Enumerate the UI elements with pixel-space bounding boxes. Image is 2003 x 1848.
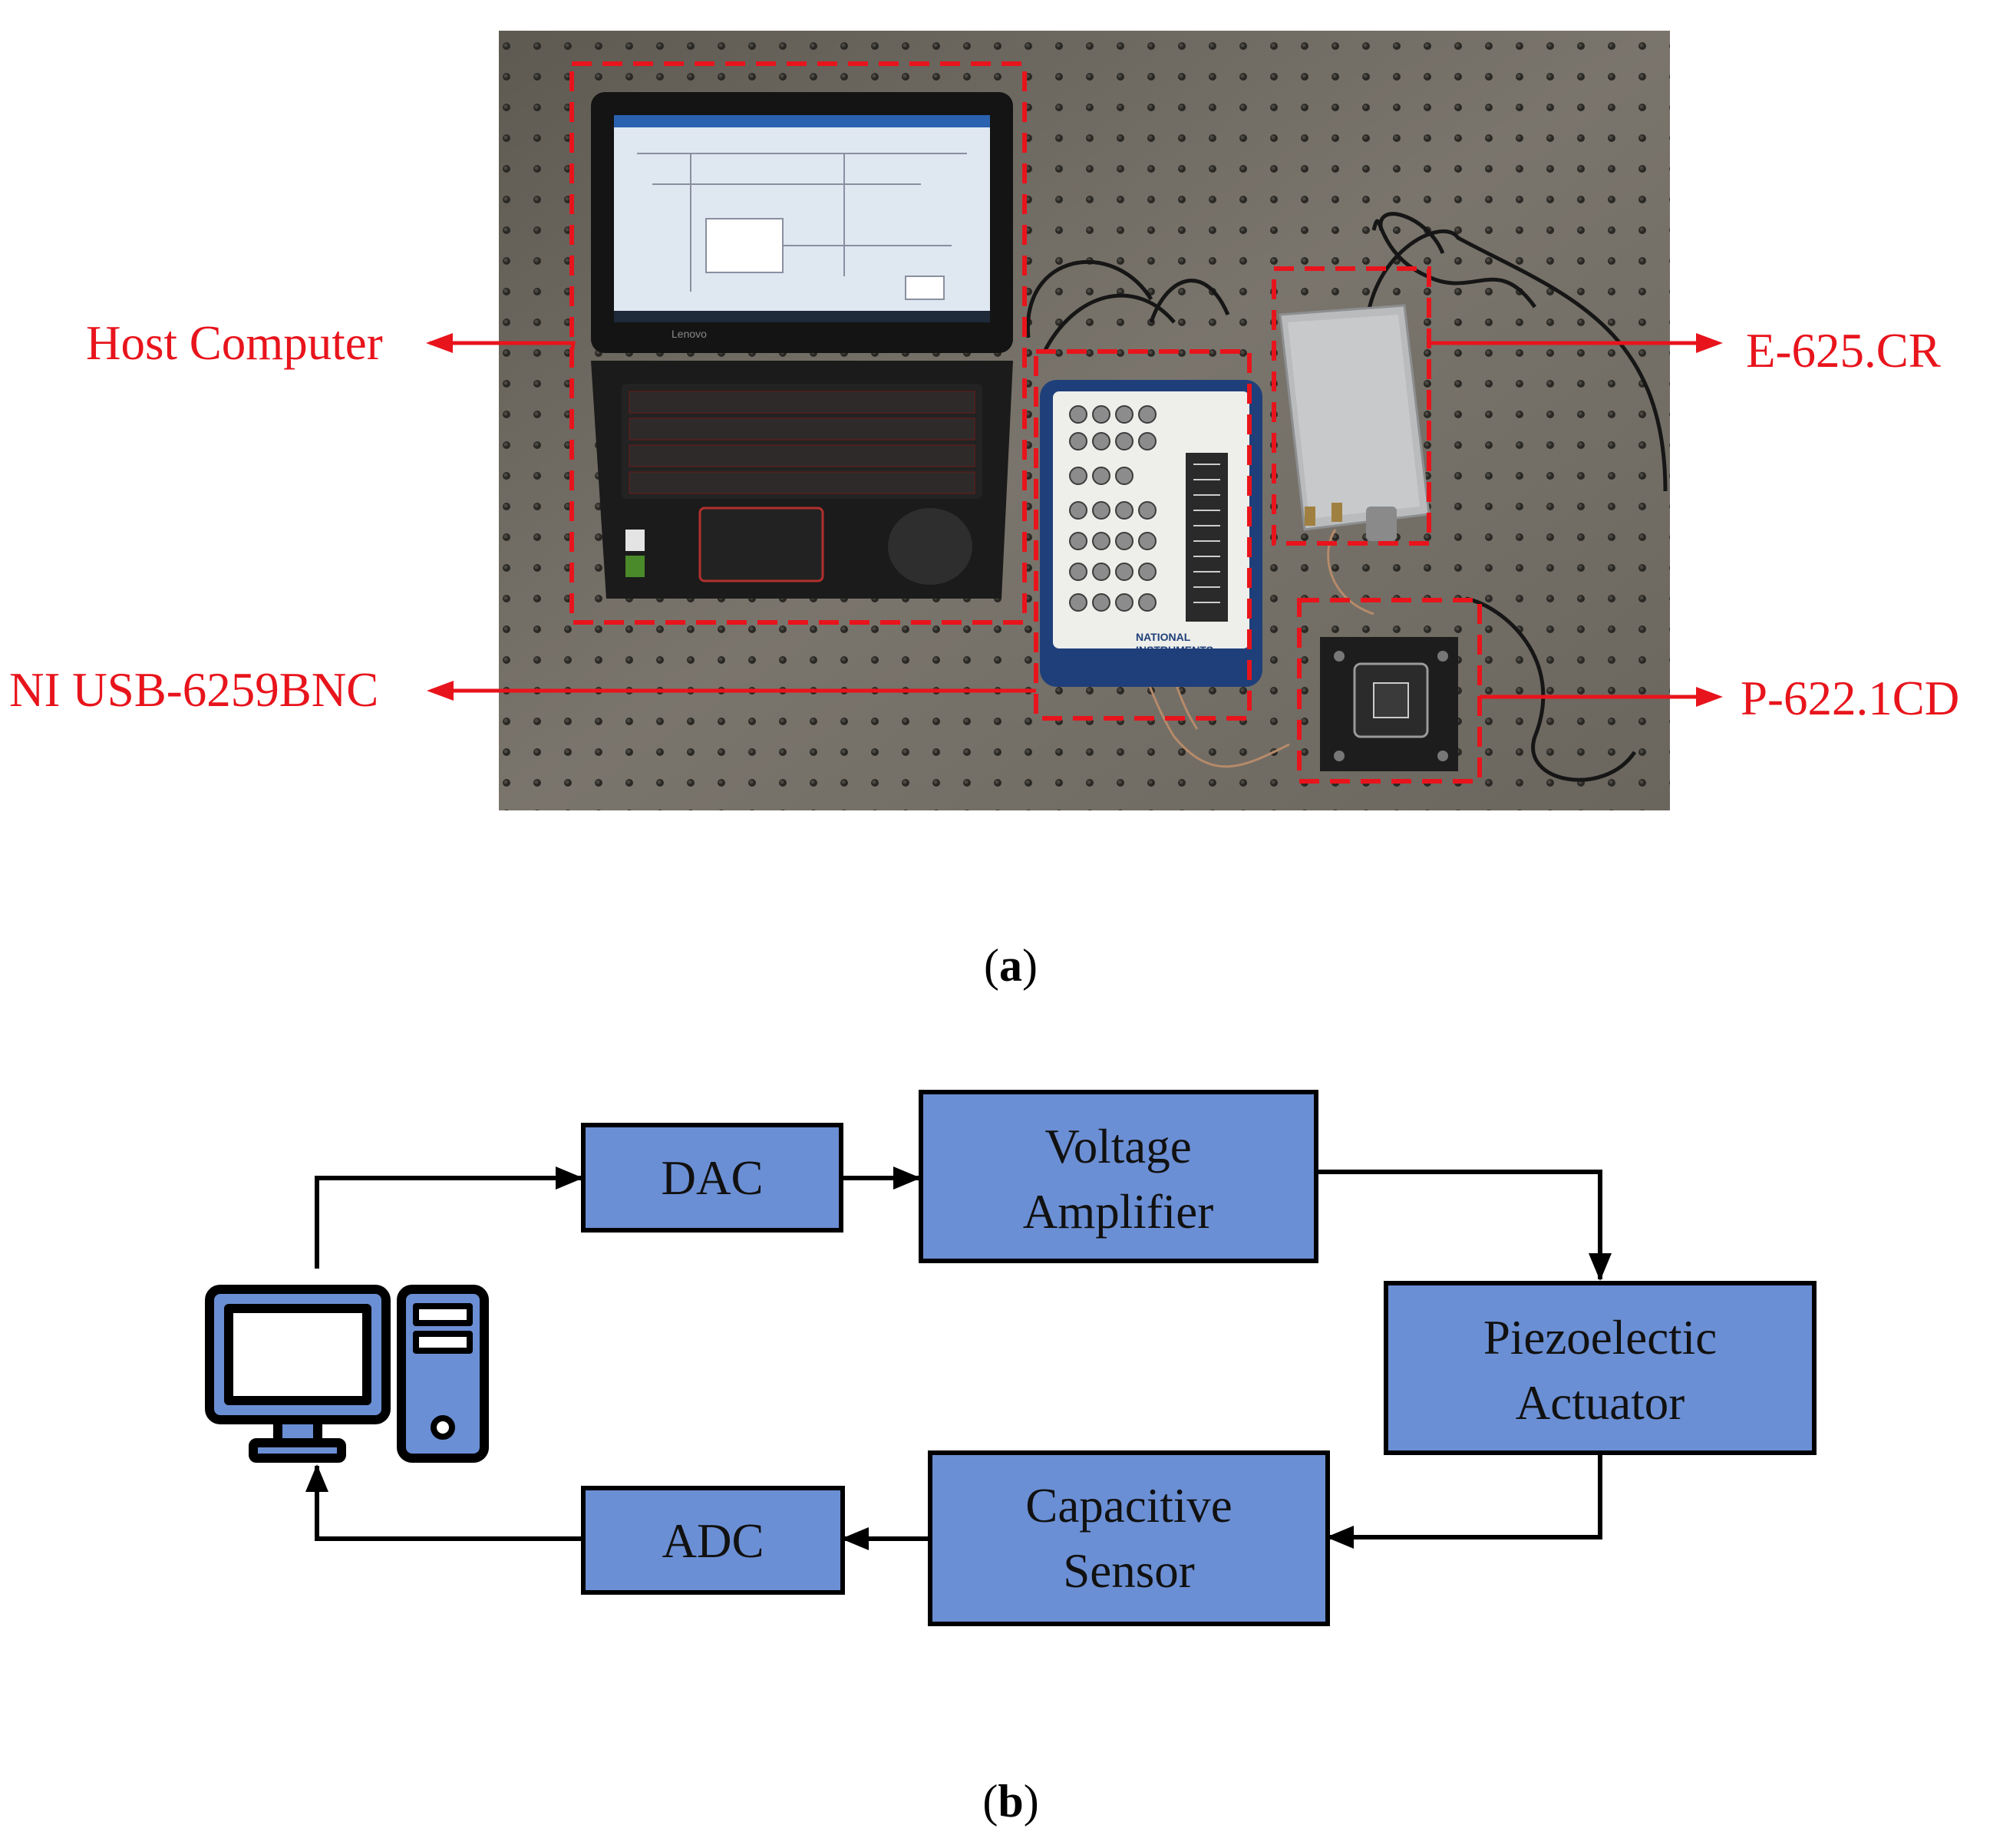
- laptop-screen-window-bar: [614, 115, 990, 127]
- mouse: [888, 508, 972, 585]
- e625-top-face: [1288, 315, 1420, 519]
- adc-to-computer-line: [305, 1464, 582, 1541]
- p622-highlight: [1297, 598, 1482, 784]
- cables: [1025, 212, 1668, 782]
- ni-daq-photo: NATIONAL INSTRUMENTS: [1040, 380, 1262, 687]
- highlight-boxes: [569, 61, 1482, 784]
- laptop-sticker-1: [625, 530, 645, 551]
- piezoelectric-actuator-block: [1384, 1281, 1817, 1455]
- capacitive-sensor-label-1: Capacitive: [1025, 1479, 1232, 1533]
- caption-a: (a): [984, 940, 1038, 991]
- caption-b-open: (: [982, 1776, 998, 1827]
- adc-block: [581, 1486, 845, 1595]
- amp-to-piezo-line: [1316, 1170, 1612, 1281]
- dac-block: [581, 1123, 843, 1233]
- caption-a-letter: a: [999, 940, 1022, 991]
- laptop-sticker-2: [625, 556, 645, 577]
- blocks: [581, 1090, 1817, 1626]
- caption-b-letter: b: [998, 1776, 1023, 1827]
- voltage-amplifier-label-1: Voltage: [1044, 1120, 1191, 1173]
- laptop-touchpad: [698, 507, 824, 582]
- monitor-screen: [224, 1304, 371, 1405]
- e625-connector-3: [1366, 507, 1397, 541]
- p622-label: P-622.1CD: [1741, 672, 1959, 725]
- flow-connectors: [305, 1167, 1612, 1550]
- computer-to-dac-line: [315, 1167, 583, 1269]
- dac-label: DAC: [661, 1151, 763, 1205]
- piezo-to-sensor-line: [1326, 1453, 1602, 1549]
- desktop-computer-icon: [205, 1285, 489, 1463]
- caption-a-close: ): [1022, 940, 1038, 991]
- laptop-screen-block-diagram: [637, 153, 967, 300]
- voltage-amplifier-block: [919, 1090, 1318, 1263]
- p622-stage-center: [1373, 682, 1409, 718]
- caption-b-close: ): [1024, 1776, 1039, 1827]
- e625-arrowhead: [1696, 333, 1723, 353]
- p622-arrowhead: [1696, 687, 1723, 707]
- callout-arrowheads: [426, 333, 1723, 707]
- ni-usb-arrowhead: [427, 681, 454, 701]
- e625-connector-2: [1331, 503, 1342, 522]
- pc-drive-1: [413, 1303, 473, 1326]
- host-computer-arrowhead: [426, 333, 453, 353]
- panel-a-photo: Lenovo: [9, 31, 1959, 810]
- voltage-amplifier-label-2: Amplifier: [1023, 1185, 1213, 1239]
- capacitive-sensor-block: [928, 1450, 1330, 1626]
- laptop-taskbar: [614, 311, 990, 322]
- host-computer-leader: [430, 341, 576, 354]
- e625-label: E-625.CR: [1746, 324, 1941, 378]
- monitor-stand: [249, 1438, 346, 1463]
- laptop-keys: [629, 391, 975, 494]
- e625-highlight: [1272, 266, 1431, 546]
- piezoelectric-actuator-label-1: Piezoelectic: [1483, 1311, 1717, 1365]
- capacitive-sensor-label-2: Sensor: [1063, 1544, 1195, 1598]
- daq-brand-line-2: INSTRUMENTS: [1136, 644, 1213, 656]
- caption-a-open: (: [984, 940, 999, 991]
- daq-bnc-connectors: [1069, 405, 1157, 612]
- piezoelectric-actuator-label-2: Actuator: [1516, 1376, 1685, 1430]
- laptop-photo: Lenovo: [591, 92, 1013, 599]
- e625-connector-1: [1305, 507, 1315, 526]
- host-computer-highlight: [569, 61, 1027, 625]
- caption-b: (b): [982, 1776, 1038, 1827]
- host-computer-label: Host Computer: [86, 316, 383, 370]
- daq-brand-line-1: NATIONAL: [1136, 631, 1191, 643]
- p622-stage-photo: [1320, 637, 1458, 771]
- e625-controller-photo: [1279, 304, 1430, 541]
- pc-drive-2: [413, 1331, 473, 1354]
- callout-lines: [430, 341, 1715, 699]
- laptop-brand: Lenovo: [672, 328, 707, 340]
- ni-usb-label: NI USB-6259BNC: [9, 663, 378, 717]
- pc-power-button: [431, 1415, 455, 1440]
- daq-terminal-strip: [1186, 453, 1228, 622]
- adc-label: ADC: [662, 1514, 764, 1568]
- panel-b-diagram: DAC Voltage Amplifier Piezoelectic Actua…: [205, 1090, 1817, 1626]
- ni-usb-highlight: [1034, 349, 1252, 721]
- daq-terminal-pins: [1193, 464, 1220, 603]
